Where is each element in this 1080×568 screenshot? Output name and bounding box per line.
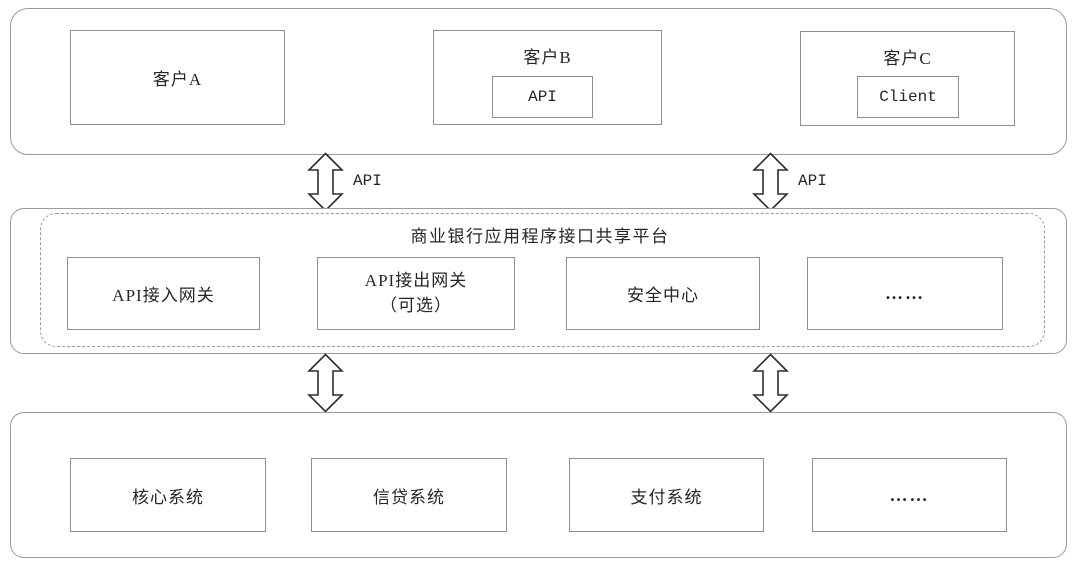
module-security-center-box: 安全中心 bbox=[566, 257, 760, 330]
module-security-center-label: 安全中心 bbox=[627, 286, 699, 305]
double-arrow-icon bbox=[307, 152, 344, 212]
module-api-in-gateway-label: API接入网关 bbox=[112, 286, 215, 305]
system-credit-label: 信贷系统 bbox=[373, 487, 445, 507]
module-ellipsis-box: …… bbox=[807, 257, 1003, 330]
module-api-out-gateway-box: API接出网关 （可选） bbox=[317, 257, 515, 330]
module-api-out-gateway-sublabel: （可选） bbox=[380, 295, 452, 315]
api-link-right-label: API bbox=[798, 172, 827, 190]
double-arrow-icon bbox=[307, 353, 344, 413]
client-c-client-label: Client bbox=[879, 88, 937, 106]
client-c-label: 客户C bbox=[883, 49, 932, 68]
module-api-in-gateway-box: API接入网关 bbox=[67, 257, 260, 330]
double-arrow-icon bbox=[752, 152, 789, 212]
system-ellipsis-label: …… bbox=[889, 484, 930, 505]
api-link-left-label: API bbox=[353, 172, 382, 190]
double-arrow-icon bbox=[752, 353, 789, 413]
system-credit-box: 信贷系统 bbox=[311, 458, 507, 532]
system-core-label: 核心系统 bbox=[132, 487, 204, 507]
client-b-api-label: API bbox=[528, 88, 557, 106]
platform-title: 商业银行应用程序接口共享平台 bbox=[410, 227, 670, 246]
module-ellipsis-label: …… bbox=[885, 283, 925, 303]
client-b-label: 客户B bbox=[523, 48, 572, 67]
platform-dashed-border bbox=[40, 213, 1045, 347]
system-payment-box: 支付系统 bbox=[569, 458, 764, 532]
client-c-client-box: Client bbox=[857, 76, 959, 118]
client-a-label: 客户A bbox=[152, 70, 203, 89]
system-core-box: 核心系统 bbox=[70, 458, 266, 532]
system-ellipsis-box: …… bbox=[812, 458, 1007, 532]
client-b-api-box: API bbox=[492, 76, 593, 118]
module-api-out-gateway-label: API接出网关 bbox=[364, 270, 468, 290]
system-payment-label: 支付系统 bbox=[630, 487, 703, 507]
client-a-box: 客户A bbox=[70, 30, 285, 125]
